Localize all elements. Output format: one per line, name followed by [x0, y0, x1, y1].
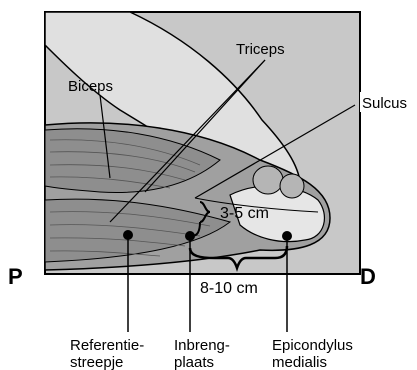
epicondyle-label-line1: Epicondylus [272, 337, 353, 354]
proximal-label: P [8, 264, 23, 289]
insertion-label-line1: Inbreng- [174, 337, 230, 354]
distal-label: D [360, 264, 376, 289]
reference-label-line2: streepje [70, 354, 123, 370]
knuckle-shape [253, 166, 283, 194]
insertion-label-line2: plaats [174, 354, 214, 370]
triceps-label: Triceps [236, 41, 285, 58]
sulcus-label: Sulcus [362, 95, 407, 112]
reference-label-line1: Referentie- [70, 337, 144, 354]
epicondyle-label-line2: medialis [272, 354, 327, 370]
knuckle-shape [280, 174, 304, 198]
biceps-label: Biceps [68, 78, 113, 95]
short-measure-label: 3-5 cm [220, 205, 269, 222]
long-measure-label: 8-10 cm [200, 280, 258, 297]
